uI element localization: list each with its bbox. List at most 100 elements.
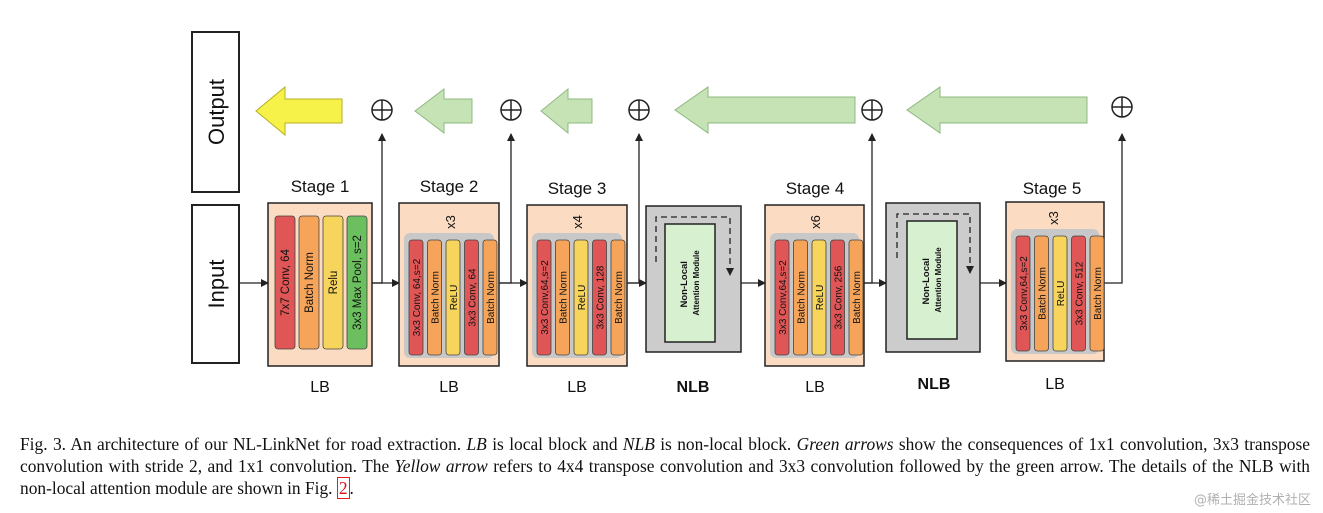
stage4-layer-label-4: 3x3 Conv, 256 <box>834 265 845 329</box>
stage1-layer-4 <box>346 215 368 350</box>
stage4-title: Stage 4 <box>786 179 845 198</box>
stage3-layer-4 <box>592 239 607 356</box>
stage3-repeat: x4 <box>570 215 585 229</box>
stage4-layer-label-1: 3x3 Conv,64,s=2 <box>778 260 789 335</box>
caption-green-arrows: Green arrows <box>796 434 894 454</box>
stage1-layer-2 <box>298 215 320 350</box>
stage3-title: Stage 3 <box>548 179 607 198</box>
stage2-layer-3 <box>445 239 461 356</box>
nlb-module-text-line1: Non-Local <box>679 261 690 307</box>
stage5-layer-label-1: 3x3 Conv,64,s=2 <box>1019 256 1030 331</box>
caption-part3: is non-local block. <box>654 434 797 454</box>
input-box: Input <box>191 204 240 364</box>
caption-nlb: NLB <box>622 434 655 454</box>
stage1-layer-1 <box>274 215 296 350</box>
stage1-layer-label-1: 7x7 Conv, 64 <box>280 248 292 316</box>
nlb-block-1: Non-Local Attention Module NLB <box>645 205 742 396</box>
stage3-layer-label-2: Batch Norm <box>559 271 570 324</box>
stage4-repeat: x6 <box>808 215 823 229</box>
caption-part1: Fig. 3. An architecture of our NL-LinkNe… <box>20 434 467 454</box>
watermark: @稀土掘金技术社区 <box>1193 493 1311 508</box>
stage2-caption: LB <box>439 379 459 396</box>
stage3-layer-label-4: 3x3 Conv, 128 <box>596 265 607 329</box>
sum-node <box>1111 96 1133 118</box>
stage4-layer-2 <box>793 239 808 356</box>
stage4-layer-label-3: ReLU <box>815 285 826 311</box>
stage5-layer-label-2: Batch Norm <box>1038 267 1049 320</box>
stage2-layer-label-3: ReLU <box>449 285 460 311</box>
stage4-layer-5 <box>848 239 864 356</box>
stage5-layer-2 <box>1034 235 1049 352</box>
forward-arrows <box>239 133 1126 287</box>
green-arrow <box>540 87 593 135</box>
stage5-layer-3 <box>1052 235 1068 352</box>
stage5-repeat: x3 <box>1046 211 1061 225</box>
caption-part4: show the consequences of 1x1 convolution… <box>20 434 1310 476</box>
stage5-block: Stage 5 x3 3x3 Conv,64,s=2 Batch Norm ReLU… <box>1005 179 1105 393</box>
stage5-caption: LB <box>1045 376 1065 393</box>
stage3-layer-label-1: 3x3 Conv,64,s=2 <box>540 260 551 335</box>
yellow-arrow <box>255 85 343 137</box>
stage3-layer-3 <box>573 239 589 356</box>
stage1-layer-label-2: Batch Norm <box>304 252 316 313</box>
nlb-module-text-line2: Attention Module <box>692 250 701 316</box>
sum-node <box>500 99 522 121</box>
stage4-layer-4 <box>830 239 845 356</box>
stage3-layer-5 <box>610 239 626 356</box>
stage2-layer-label-2: Batch Norm <box>431 271 442 324</box>
stage4-layer-label-2: Batch Norm <box>797 271 808 324</box>
stage5-title: Stage 5 <box>1023 179 1082 198</box>
figure-reference-link[interactable]: 2 <box>336 477 350 499</box>
stage4-caption: LB <box>805 379 825 396</box>
stage5-layer-label-5: Batch Norm <box>1093 267 1104 320</box>
green-arrow <box>414 87 473 135</box>
stage5-layer-4 <box>1071 235 1086 352</box>
architecture-diagram: Input Output Stage 1 <box>191 31 1133 396</box>
stage2-layer-1 <box>408 239 424 356</box>
stage2-layer-label-1: 3x3 Conv, 64,s=2 <box>412 258 423 336</box>
stage4-layer-1 <box>774 239 790 356</box>
stage3-layer-label-5: Batch Norm <box>614 271 625 324</box>
sum-node <box>861 99 883 121</box>
stage4-layer-label-5: Batch Norm <box>852 271 863 324</box>
svg-text:Non-Local Attention Modu: Non-Local Attention Module <box>921 247 943 313</box>
svg-text:Non-Local Attention Modu: Non-Local Attention Module <box>679 250 701 316</box>
stage5-layer-1 <box>1015 235 1031 352</box>
stage3-layer-label-3: ReLU <box>577 285 588 311</box>
stage2-layer-label-4: 3x3 Conv, 64 <box>468 268 479 327</box>
nlb2-module-text-line1: Non-Local <box>921 258 932 304</box>
stage2-layer-4 <box>464 239 479 356</box>
stage1-block: Stage 1 7x7 Conv, 64 Batch Norm Relu 3x3 Ma… <box>267 177 373 396</box>
stage3-block: Stage 3 x4 3x3 Conv,64,s=2 Batch Norm ReLU… <box>526 179 628 396</box>
stage1-layer-label-3: Relu <box>328 271 340 295</box>
stage1-layer-label-4: 3x3 Max Pool, s=2 <box>352 235 364 330</box>
stage1-title: Stage 1 <box>291 177 350 196</box>
nlb1-caption: NLB <box>677 379 710 396</box>
caption-part5: refers to 4x4 transpose convolution and … <box>20 456 1310 498</box>
stage5-layer-label-4: 3x3 Conv, 512 <box>1075 261 1086 325</box>
input-label: Input <box>204 260 229 309</box>
stage2-block: Stage 2 x3 3x3 Conv, 64,s=2 Batch Norm ReL… <box>398 177 500 396</box>
output-box: Output <box>191 31 240 193</box>
sum-node <box>628 99 650 121</box>
caption-part2: is local block and <box>486 434 623 454</box>
stage2-title: Stage 2 <box>420 177 479 196</box>
nlb-block-2: Non-Local Attention Module NLB <box>885 202 981 393</box>
stage2-layer-label-5: Batch Norm <box>486 271 497 324</box>
stage4-block: Stage 4 x6 3x3 Conv,64,s=2 Batch Norm ReLU… <box>764 179 865 396</box>
stage2-layer-5 <box>482 239 498 356</box>
stage1-layer-3 <box>322 215 344 350</box>
sum-node <box>371 99 393 121</box>
stage3-layer-2 <box>555 239 570 356</box>
stage5-layer-label-3: ReLU <box>1056 281 1067 307</box>
green-arrow <box>906 86 1088 134</box>
stage2-repeat: x3 <box>443 215 458 229</box>
caption-yellow-arrow: Yellow arrow <box>394 456 488 476</box>
caption-lb: LB <box>466 434 487 454</box>
figure-caption: Fig. 3. An architecture of our NL-LinkNe… <box>20 433 1310 499</box>
caption-part6: . <box>349 478 354 498</box>
sum-nodes <box>371 96 1133 121</box>
nlb2-module-text-line2: Attention Module <box>934 247 943 313</box>
stage3-layer-1 <box>536 239 552 356</box>
stage3-caption: LB <box>567 379 587 396</box>
